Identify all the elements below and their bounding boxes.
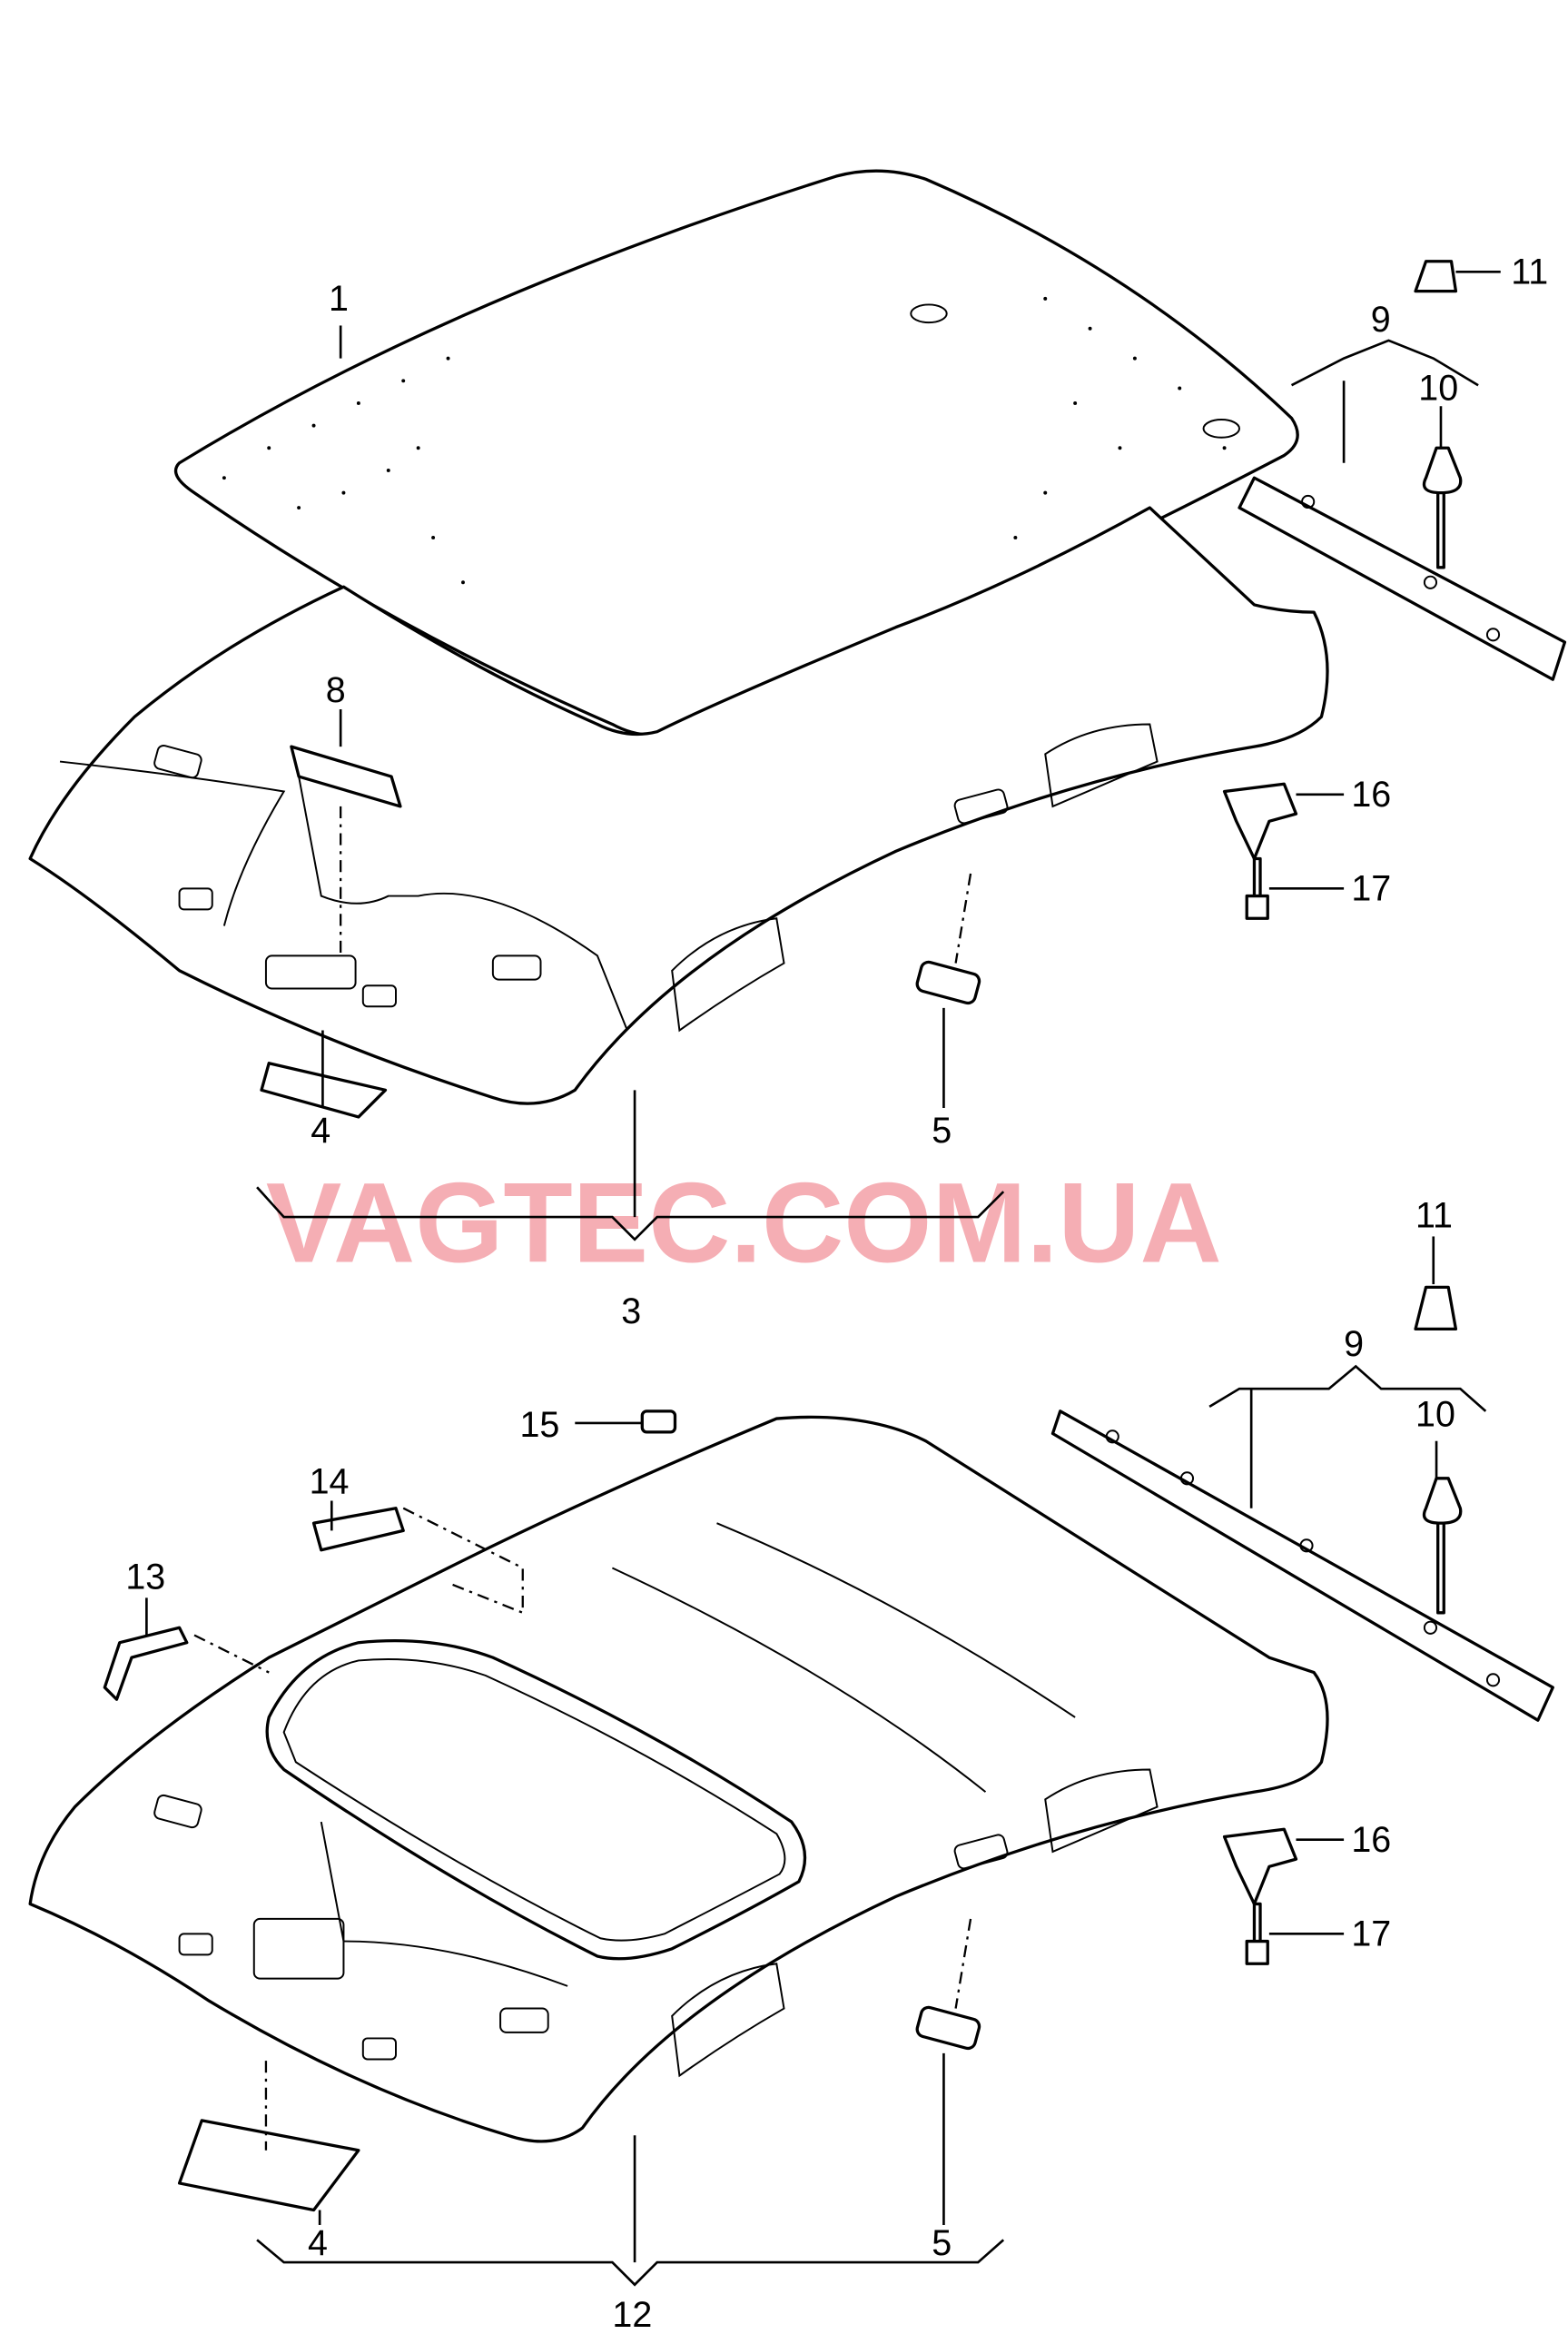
dot-texture: [222, 296, 1227, 585]
label-17: 17: [1351, 868, 1391, 908]
part-13: [103, 1626, 189, 1701]
label-3: 3: [621, 1291, 641, 1331]
top-group: 1 8 4 3 5 9 10 11 16 17: [28, 169, 1567, 1331]
label-16: 16: [1351, 775, 1391, 815]
part-15: [640, 1409, 677, 1434]
label-10: 10: [1418, 369, 1458, 409]
insulation-mat-part-1: [174, 169, 1299, 737]
label-14: 14: [310, 1461, 350, 1501]
label-4: 4: [308, 2223, 328, 2263]
rail-part-9: [1050, 1409, 1554, 1722]
label-17: 17: [1351, 1914, 1391, 1953]
label-9: 9: [1344, 1324, 1364, 1364]
headliner-part-3: [28, 506, 1329, 1105]
label-5: 5: [932, 1111, 952, 1151]
part-4: [177, 2119, 360, 2212]
clip-10: [1422, 1477, 1463, 1615]
label-9: 9: [1371, 300, 1391, 340]
watermark: VAGTEC.COM.UA: [266, 1160, 1222, 1286]
label-11: 11: [1415, 1196, 1453, 1236]
nut-11: [1414, 1285, 1458, 1331]
label-16: 16: [1351, 1820, 1391, 1860]
label-4: 4: [311, 1111, 330, 1151]
part-14: [311, 1507, 405, 1552]
label-15: 15: [519, 1405, 559, 1445]
bracket-16: [1222, 782, 1298, 861]
bracket-16: [1222, 1827, 1298, 1906]
bottom-group: 11 9 10 15 14 13 16 17 4 5 12: [28, 1196, 1554, 2334]
rail-part-9: [1238, 476, 1567, 681]
label-5: 5: [932, 2223, 952, 2263]
label-11: 11: [1511, 252, 1548, 292]
screw-17: [1245, 1902, 1269, 1965]
part-5: [915, 960, 981, 1005]
part-5: [915, 2005, 981, 2051]
screw-17: [1245, 856, 1269, 920]
clip-10: [1422, 446, 1463, 569]
nut-11: [1414, 260, 1458, 293]
part-8: [290, 745, 402, 808]
label-1: 1: [329, 279, 349, 319]
label-13: 13: [125, 1558, 165, 1597]
sunroof-opening: [265, 1639, 807, 1961]
label-8: 8: [326, 670, 346, 710]
label-10: 10: [1415, 1394, 1455, 1434]
label-12: 12: [612, 2295, 652, 2334]
